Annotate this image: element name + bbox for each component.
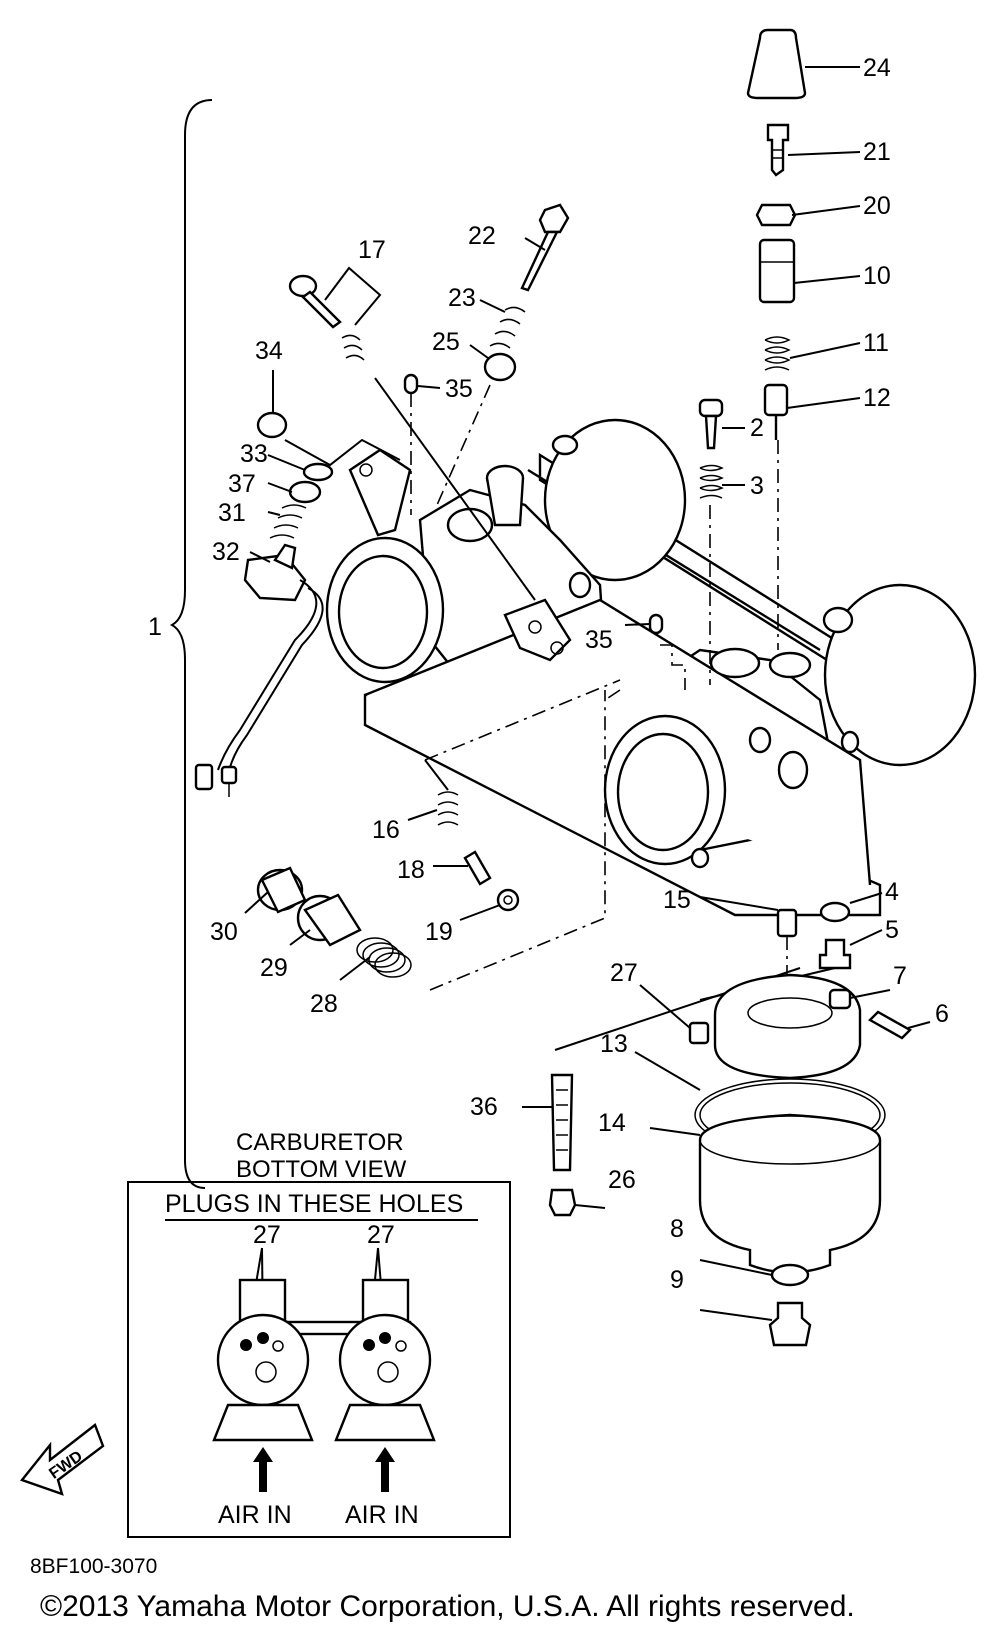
callout-8: 8 [670, 1215, 684, 1243]
part-17-screw-spring [288, 266, 382, 361]
inset-frame [127, 1181, 511, 1538]
callout-18: 18 [397, 856, 425, 884]
part-5-jet [818, 938, 852, 970]
part-28-spring [356, 937, 412, 978]
part-33-washer [302, 462, 334, 482]
part-15-jet [776, 908, 798, 938]
inset-bottom-view: CARBURETOR BOTTOM VIEW PLUGS IN THESE HO… [127, 1129, 511, 1538]
callout-21: 21 [863, 138, 891, 166]
callout-17: 17 [358, 236, 386, 264]
part-18-pin [463, 850, 492, 886]
air-in-arrow-left [253, 1447, 273, 1492]
part-21-screw [766, 123, 790, 177]
part-31-spring [269, 504, 307, 539]
callout-29: 29 [260, 954, 288, 982]
diagram-code: 8BF100-3070 [30, 1555, 158, 1578]
assembly-bracket [169, 99, 213, 1189]
part-32-fitting-hose [194, 543, 324, 797]
callout-20: 20 [863, 192, 891, 220]
fwd-arrow-icon: FWD [20, 1423, 105, 1496]
part-10-holder [758, 238, 796, 304]
part-12-plunger [763, 383, 789, 440]
callout-6: 6 [935, 1000, 949, 1028]
callout-25: 25 [432, 328, 460, 356]
part-30-sleeve [256, 866, 307, 914]
callout-24: 24 [863, 54, 891, 82]
callout-12: 12 [863, 384, 891, 412]
part-4-washer [819, 901, 851, 923]
part-23-spring [489, 306, 526, 349]
part-26-jet [548, 1188, 577, 1217]
callout-33: 33 [240, 440, 268, 468]
callout-32: 32 [212, 538, 240, 566]
part-11-spring [764, 336, 791, 371]
callout-23: 23 [448, 284, 476, 312]
part-22-screw [520, 203, 570, 292]
callout-15: 15 [663, 886, 691, 914]
callout-2: 2 [750, 414, 764, 442]
callout-3: 3 [750, 472, 764, 500]
part-36-filter [550, 1073, 574, 1172]
inset-header: PLUGS IN THESE HOLES [165, 1190, 463, 1218]
part-20-nut [755, 203, 797, 227]
part-24-cap [746, 28, 807, 100]
callout-1: 1 [148, 613, 162, 641]
part-29-sleeve [296, 893, 362, 947]
part-3-spring [699, 464, 724, 499]
part-25-cap [483, 352, 517, 382]
part-19-clip [496, 888, 520, 912]
part-34-cap [256, 411, 288, 439]
callout-37: 37 [228, 470, 256, 498]
callout-7: 7 [893, 962, 907, 990]
callout-36: 36 [470, 1093, 498, 1121]
callout-26: 26 [608, 1166, 636, 1194]
callout-30: 30 [210, 918, 238, 946]
air-in-label-left: AIR IN [218, 1501, 292, 1529]
callout-16: 16 [372, 816, 400, 844]
copyright-notice: ©2013 Yamaha Motor Corporation, U.S.A. A… [40, 1590, 855, 1623]
part-7-float [713, 973, 862, 1080]
inset-title-line1: CARBURETOR [236, 1129, 404, 1156]
leader-lines [244, 66, 931, 1321]
callout-11: 11 [863, 329, 889, 357]
part-27-plug [688, 1021, 710, 1045]
callout-5: 5 [885, 916, 899, 944]
callout-19: 19 [425, 918, 453, 946]
callout-35-lower: 35 [585, 626, 613, 654]
callout-27: 27 [610, 959, 638, 987]
part-16-spring [437, 791, 459, 826]
part-14-float-bowl [698, 1113, 882, 1274]
inset-plug-label-left: 27 [253, 1221, 281, 1249]
carburetor-body [325, 418, 977, 917]
part-35-plug-upper [403, 373, 419, 395]
callout-35-upper: 35 [445, 375, 473, 403]
callout-31: 31 [218, 499, 246, 527]
air-in-label-right: AIR IN [345, 1501, 419, 1529]
callout-4: 4 [885, 878, 899, 906]
callout-13: 13 [600, 1030, 628, 1058]
callout-28: 28 [310, 990, 338, 1018]
callout-labels: 24 21 20 10 11 12 2 3 22 17 23 25 35 34 … [148, 54, 949, 1294]
callout-34: 34 [255, 337, 283, 365]
inset-plug-label-right: 27 [367, 1221, 395, 1249]
part-9-drain-screw [768, 1301, 812, 1347]
inset-title-line2: BOTTOM VIEW [236, 1156, 407, 1183]
part-37-ring [288, 480, 322, 504]
part-35-plug-lower [648, 613, 664, 635]
part-8-washer [770, 1263, 810, 1287]
callout-10: 10 [863, 262, 891, 290]
callout-9: 9 [670, 1266, 684, 1294]
callout-22: 22 [468, 222, 496, 250]
part-2-screw [698, 398, 724, 450]
callout-14: 14 [598, 1109, 626, 1137]
air-in-arrow-right [375, 1447, 395, 1492]
part-6-pin [868, 1010, 912, 1040]
